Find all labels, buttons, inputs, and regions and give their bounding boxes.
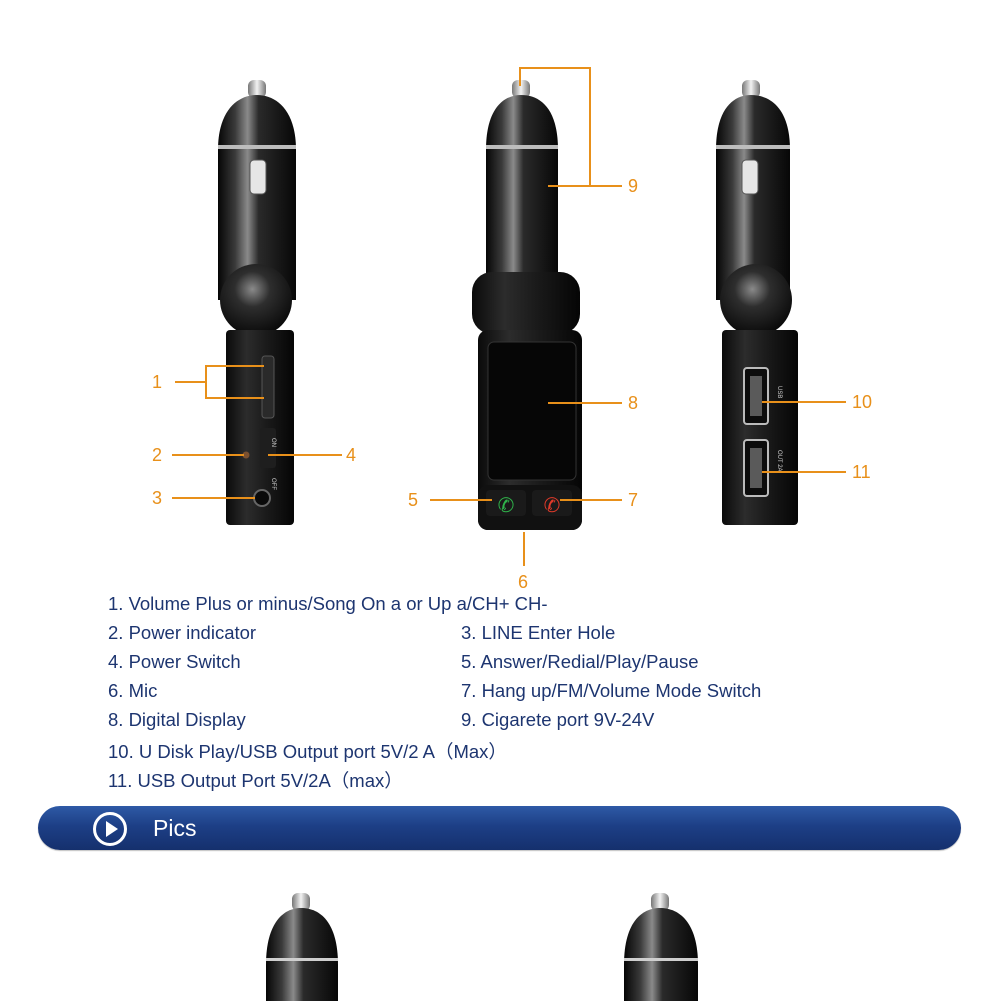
callout-9: 9 <box>519 67 638 196</box>
spec-item: 2. Power indicator <box>108 622 257 643</box>
callout-7: 7 <box>560 490 638 510</box>
spec-item: 4. Power Switch <box>108 651 241 672</box>
line-in-hole <box>253 489 271 507</box>
answer-button <box>486 490 526 516</box>
hangup-phone-icon[interactable]: ✆ <box>544 495 561 517</box>
digital-display <box>487 341 577 481</box>
callout-label-8: 8 <box>628 393 638 413</box>
callout-label-3: 3 <box>152 488 162 508</box>
spec-item: 8. Digital Display <box>108 709 246 730</box>
callout-label-9: 9 <box>628 176 638 196</box>
callout-label-5: 5 <box>408 490 418 510</box>
callout-label-2: 2 <box>152 445 162 465</box>
callout-6: 6 <box>518 532 528 592</box>
callout-10: 10 <box>762 392 872 412</box>
callout-8: 8 <box>548 393 638 413</box>
section-title: Pics <box>153 815 197 841</box>
device-front-view: ✆ ✆ <box>472 80 582 530</box>
spec-item: 5. Answer/Redial/Play/Pause <box>461 651 699 672</box>
play-circle-icon <box>93 812 127 846</box>
pics-section-header: Pics <box>38 806 961 850</box>
callout-label-6: 6 <box>518 572 528 592</box>
spec-item: 9. Cigarete port 9V-24V <box>461 709 655 730</box>
callout-5: 5 <box>408 490 492 510</box>
callout-label-11: 11 <box>852 462 871 482</box>
answer-phone-icon[interactable]: ✆ <box>498 495 515 517</box>
callout-4: 4 <box>268 445 356 465</box>
pics-device-right <box>624 893 698 1001</box>
device-side-view: ON OFF <box>218 80 296 525</box>
hangup-button <box>532 490 572 516</box>
spec-item: 6. Mic <box>108 680 158 701</box>
callout-3: 3 <box>152 488 255 508</box>
usb-port-label: USB <box>776 386 782 398</box>
out-port-label: OUT 2A <box>776 450 782 472</box>
spec-item: 1. Volume Plus or minus/Song On a or Up … <box>108 593 548 614</box>
switch-off-label: OFF <box>270 478 276 490</box>
callout-label-1: 1 <box>152 372 162 392</box>
device-usb-side-view: USB OUT 2A <box>716 80 798 525</box>
callout-label-7: 7 <box>628 490 638 510</box>
spec-item: 11. USB Output Port 5V/2A（max） <box>108 770 403 791</box>
pics-device-left <box>266 893 338 1001</box>
callout-2: 2 <box>152 445 244 465</box>
power-indicator-led <box>242 451 250 459</box>
callout-label-4: 4 <box>346 445 356 465</box>
switch-on-label: ON <box>270 438 276 447</box>
callout-11: 11 <box>762 462 871 482</box>
spec-item: 3. LINE Enter Hole <box>461 622 616 643</box>
callout-1: 1 <box>152 365 264 399</box>
spec-item: 7. Hang up/FM/Volume Mode Switch <box>461 680 762 701</box>
callout-label-10: 10 <box>852 392 872 412</box>
spec-item: 10. U Disk Play/USB Output port 5V/2 A（M… <box>108 741 507 762</box>
